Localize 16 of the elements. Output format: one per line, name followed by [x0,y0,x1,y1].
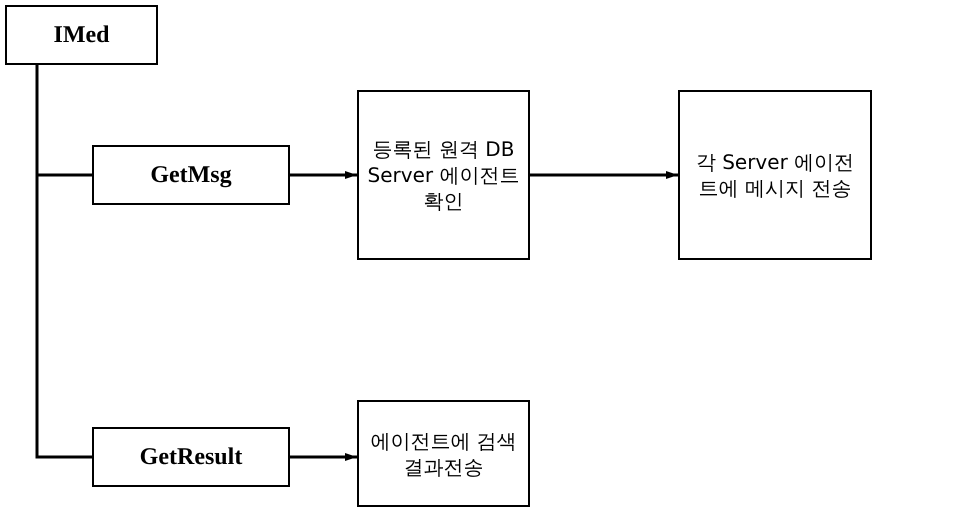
arrow [530,171,678,179]
node-text: IMed [54,21,110,50]
process-box [357,90,530,260]
connector-line [36,65,92,458]
label-box [92,427,290,487]
label-box [5,5,158,65]
process-box [357,400,530,507]
node-text: 각 Server 에이전트에 메시지 전송 [694,149,856,201]
arrow [290,453,357,461]
arrow [290,171,357,179]
node-text: GetResult [140,443,242,472]
node-text: GetMsg [150,161,232,190]
label-box [92,145,290,205]
node-text: 등록된 원격 DB Server 에이전트 확인 [367,136,520,214]
process-box [678,90,872,260]
node-text: 에이전트에 검색결과전송 [369,428,518,480]
